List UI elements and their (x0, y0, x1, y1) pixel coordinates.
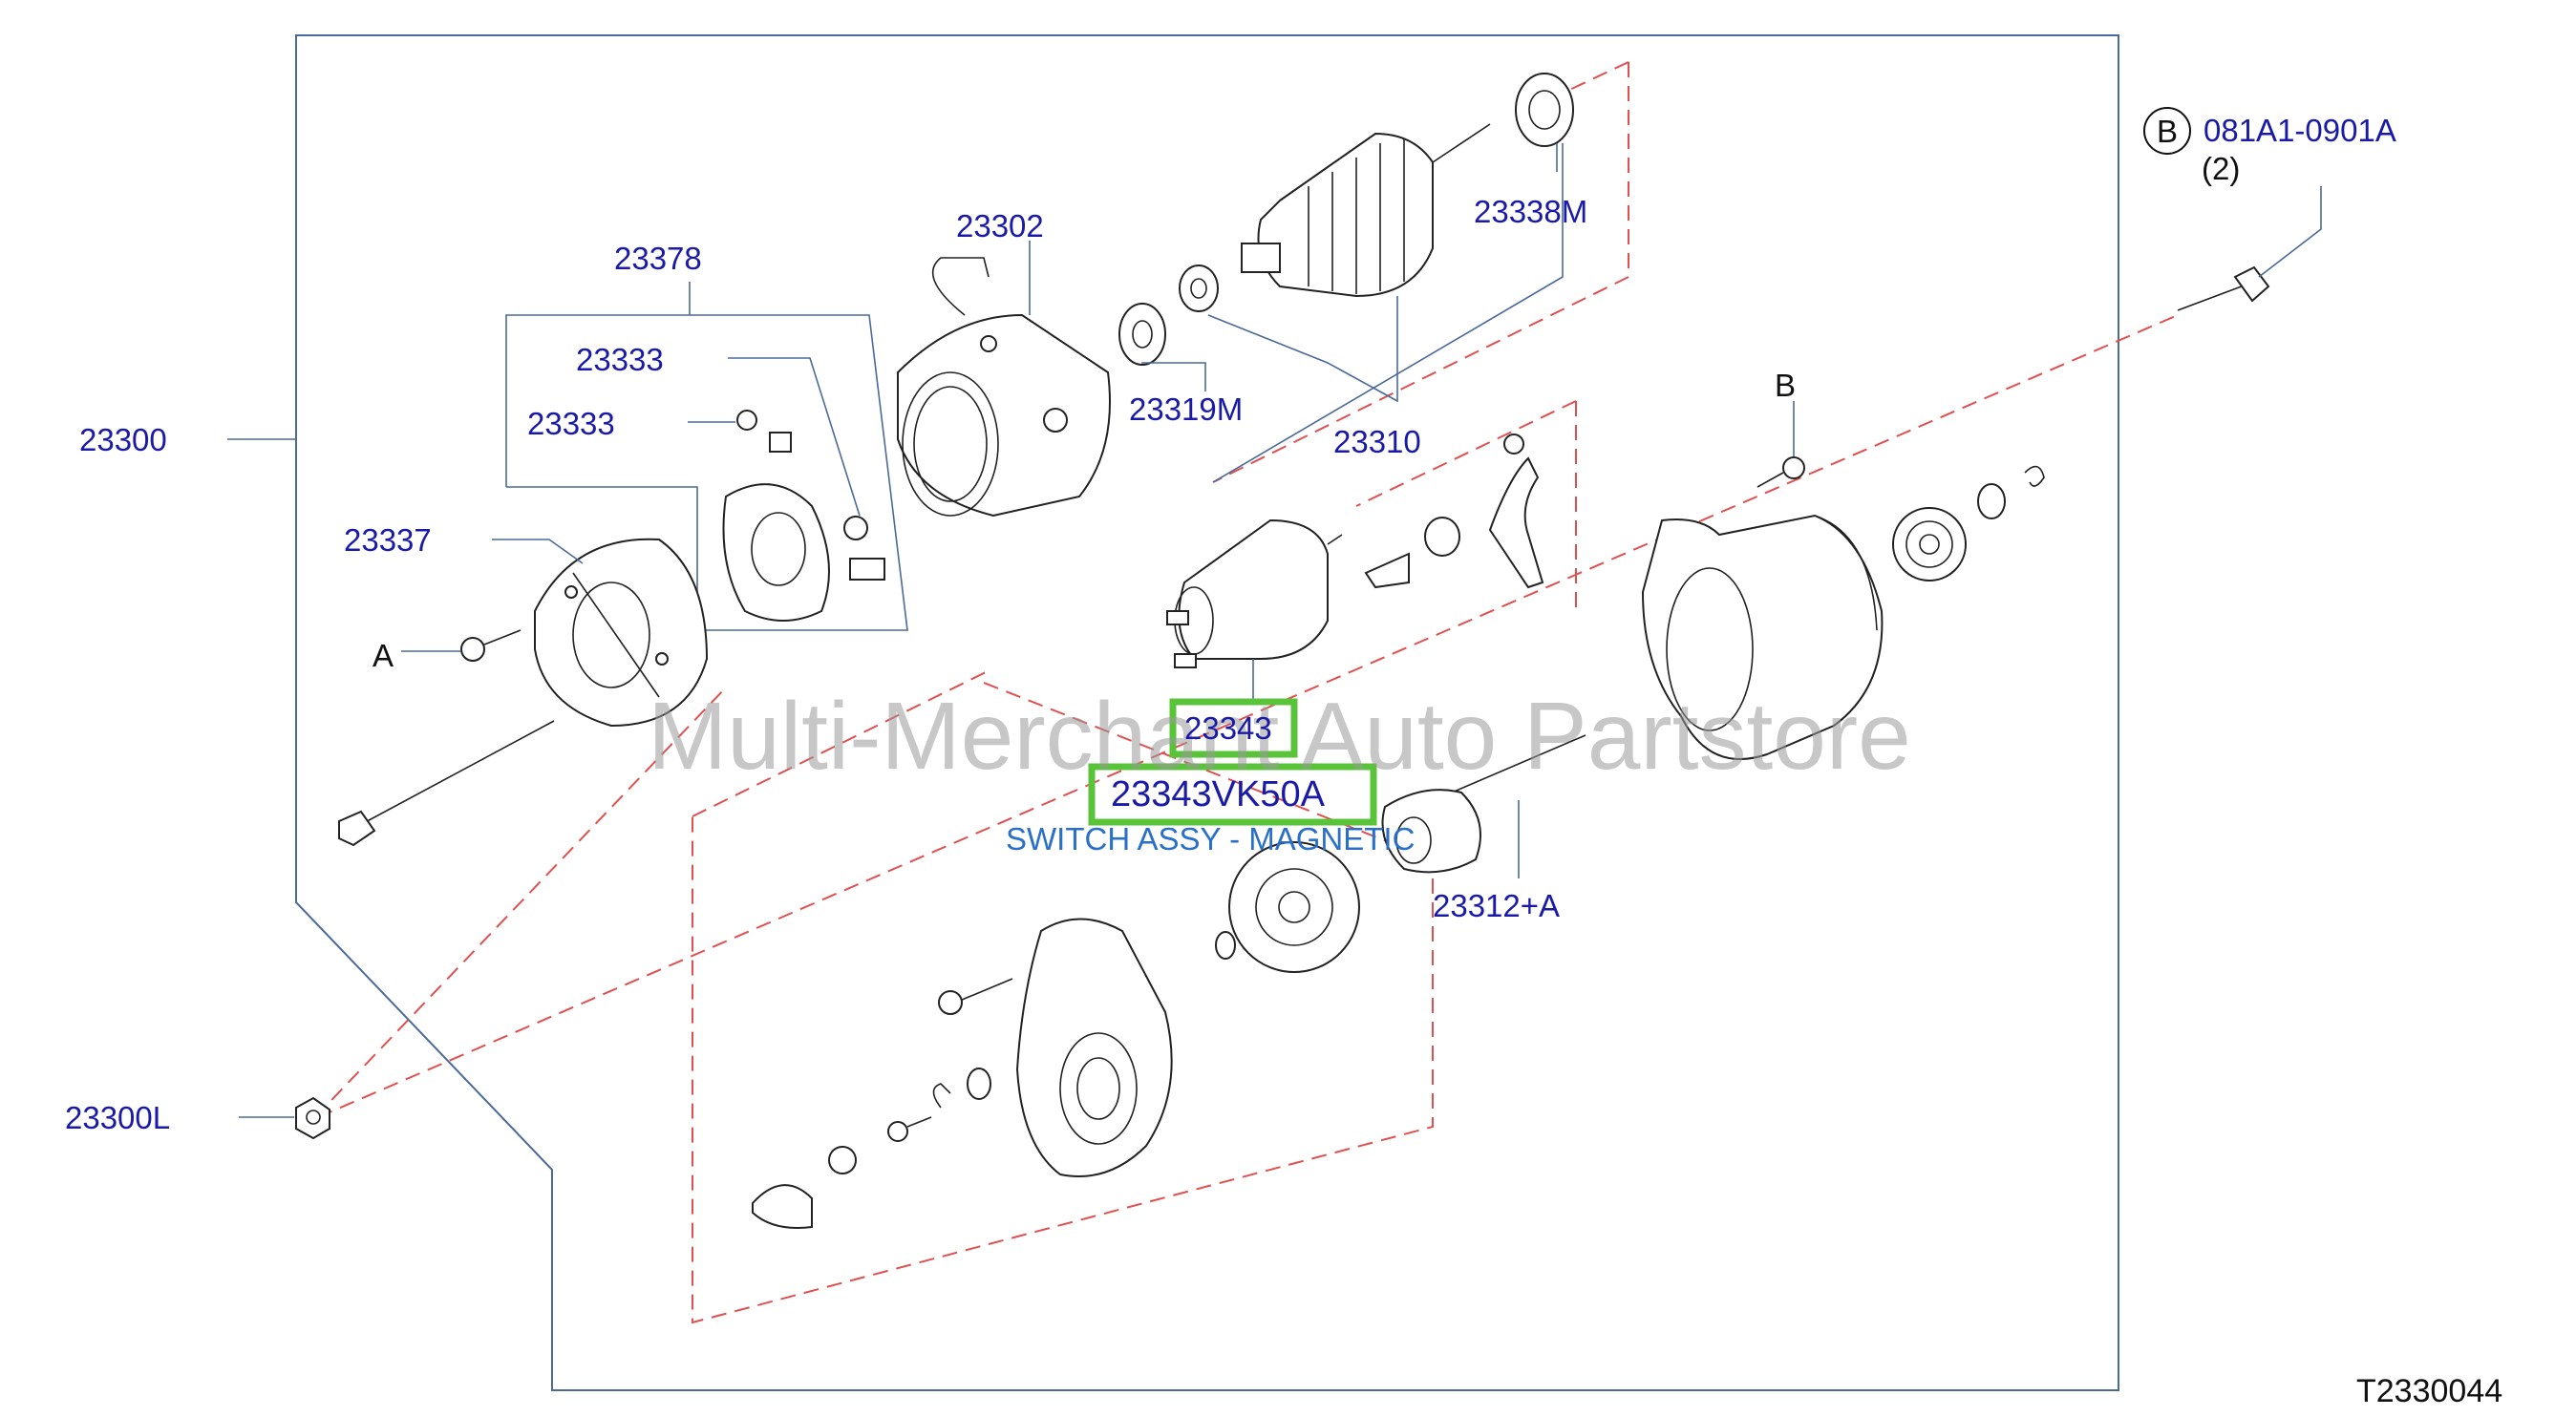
magnetic-switch-part (1166, 518, 1343, 668)
bearing-23338m-part (1515, 73, 1574, 147)
brush-plate-part (722, 483, 830, 622)
bearing-23319m-part (1118, 303, 1166, 366)
callout-b-circle-letter: B (2157, 114, 2178, 149)
part-label-23338m[interactable]: 23338M (1474, 194, 1587, 229)
part-label-23343[interactable]: 23343 (1184, 710, 1272, 746)
plunger-part (1364, 517, 1460, 589)
through-axis-line (295, 314, 2179, 1128)
bolt-quantity: (2) (2202, 151, 2240, 186)
part-label-23300[interactable]: 23300 (79, 422, 167, 457)
leader-23319m (1141, 362, 1206, 391)
brush-part (769, 432, 885, 581)
part-label-23300l[interactable]: 23300L (65, 1100, 170, 1135)
small-bolt-part (828, 1116, 932, 1174)
yoke-part (897, 257, 1111, 518)
leader-23333a (728, 357, 861, 517)
through-bolt-part (338, 720, 555, 847)
leader-bolt (2258, 186, 2322, 278)
part-label-23378[interactable]: 23378 (614, 241, 702, 276)
part-label-23343vk50a[interactable]: 23343VK50A (1111, 774, 1326, 814)
watermark: Multi-Merchant Auto Partstore (648, 683, 1911, 790)
drive-group-top (1355, 400, 1577, 507)
retainer-ring-part (1977, 465, 2045, 519)
housing-bolt-part (938, 978, 1013, 1015)
diagram-reference-number: T2330044 (2356, 1373, 2502, 1409)
front-housing-part (1641, 514, 1884, 760)
clutch-shaft-part (1381, 734, 1586, 874)
part-label-081a1-0901a[interactable]: 081A1-0901A (2203, 113, 2396, 148)
part-label-23310[interactable]: 23310 (1333, 424, 1421, 459)
washer-part (1179, 264, 1219, 312)
brush-group-bracket (505, 314, 908, 631)
mounting-bolt-part (2177, 265, 2270, 311)
part-label-23302[interactable]: 23302 (956, 208, 1044, 243)
part-label-23333-upper[interactable]: 23333 (576, 342, 664, 377)
part-label-23312a[interactable]: 23312+A (1433, 888, 1560, 923)
highlight-box-23343vk50a (1088, 763, 1377, 826)
small-washer-part (932, 1068, 991, 1109)
brush-spring-part (736, 410, 868, 540)
part-label-23337[interactable]: 23337 (344, 522, 432, 558)
callout-a: A (373, 638, 394, 673)
leader-23310 (1207, 296, 1398, 403)
ball-part (752, 1184, 813, 1229)
armature-part (1241, 123, 1491, 298)
part-label-23319m[interactable]: 23319M (1129, 391, 1243, 427)
part-label-23333-lower[interactable]: 23333 (527, 406, 615, 441)
nut-23300l-part (295, 1096, 330, 1140)
armature-group-boundary (1212, 62, 1629, 483)
assembly-frame (295, 34, 2119, 1391)
leader-23338m (1212, 143, 1564, 483)
drive-housing-part (1015, 918, 1173, 1177)
gear-washer-part (1215, 931, 1236, 960)
shift-lever-part (1488, 434, 1544, 589)
switch-assy-description: SWITCH ASSY - MAGNETIC (1006, 821, 1415, 857)
screw-a-part (460, 629, 522, 662)
highlight-box-23343 (1169, 698, 1298, 758)
leader-23337 (492, 539, 584, 564)
pinion-gear-part (1892, 507, 1967, 582)
through-bolt-axis (314, 687, 727, 1118)
screw-b-part (1756, 456, 1805, 488)
callout-b-circle (2143, 107, 2191, 155)
internal-gear-part (1228, 841, 1360, 973)
end-cover-part (534, 538, 709, 728)
callout-b: B (1775, 368, 1796, 403)
